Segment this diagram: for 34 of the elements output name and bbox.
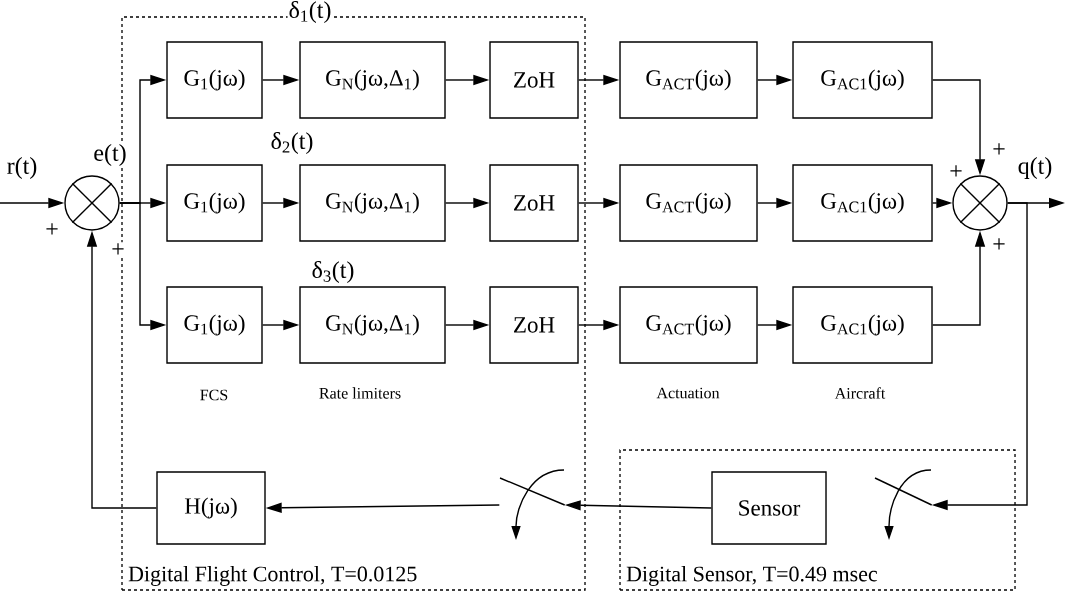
signal-label: δ$_{3}$(t)	[310, 260, 356, 284]
sign-label: +	[44, 222, 60, 238]
block-caption: FCS	[198, 388, 230, 402]
block-box: G$_{ACT}$(jω)	[619, 41, 758, 119]
block-box: G$_{1}$(jω)	[166, 164, 263, 242]
block-box: G$_{N}$(jω,Δ$_{1}$)	[299, 164, 446, 242]
block-caption: Actuation	[655, 386, 721, 400]
sign-label: +	[991, 237, 1007, 253]
summing-junction	[64, 175, 120, 231]
signal-label: e(t)	[92, 143, 128, 167]
block-box: G$_{AC1}$(jω)	[792, 41, 933, 119]
block-box: G$_{1}$(jω)	[166, 41, 263, 119]
signal-label: δ$_{2}$(t)	[269, 131, 315, 155]
block-box: G$_{AC1}$(jω)	[792, 164, 933, 242]
sign-label: +	[991, 142, 1007, 158]
block-caption: Aircraft	[833, 386, 887, 400]
block-box: ZoH	[489, 286, 579, 364]
sign-label: +	[948, 164, 964, 180]
block-box: ZoH	[489, 41, 579, 119]
sign-label: +	[110, 242, 126, 258]
summing-junction	[952, 175, 1008, 231]
signal-label: q(t)	[1016, 156, 1054, 180]
block-box: ZoH	[489, 164, 579, 242]
signal-label: r(t)	[5, 156, 39, 180]
block-box: G$_{1}$(jω)	[166, 286, 263, 364]
block-box: H(jω)	[156, 471, 266, 545]
block-caption: Rate limiters	[317, 386, 403, 400]
block-box: G$_{ACT}$(jω)	[619, 164, 758, 242]
block-box: Sensor	[711, 471, 827, 545]
block-box: G$_{N}$(jω,Δ$_{1}$)	[299, 41, 446, 119]
block-box: G$_{AC1}$(jω)	[792, 286, 933, 364]
signal-label: δ$_{1}$(t)	[287, 0, 333, 24]
block-box: G$_{N}$(jω,Δ$_{1}$)	[299, 286, 446, 364]
block-box: G$_{ACT}$(jω)	[619, 286, 758, 364]
